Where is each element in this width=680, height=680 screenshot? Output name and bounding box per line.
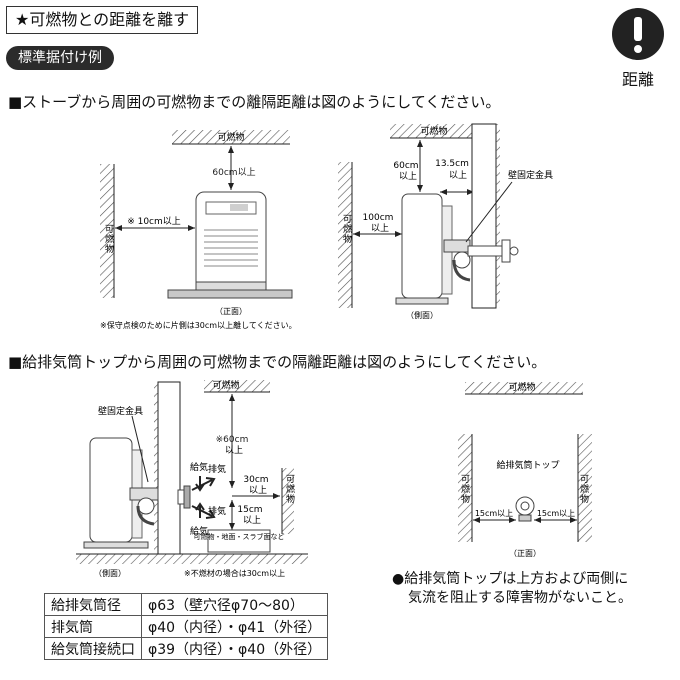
flue-side-footnote: ※不燃材の場合は30cm以上 xyxy=(184,568,285,578)
side-top-dist-1b: 以上 xyxy=(399,171,417,182)
flue-front-right-dist: 15cm以上 xyxy=(537,509,575,518)
flue-front-left-dist: 15cm以上 xyxy=(475,509,513,518)
section1-diagrams: 可燃物 60cm以上 可燃物 ※ 10cm以上 （正面） ※保守点検のために片側… xyxy=(100,123,553,330)
flue-right-dist: 30cm xyxy=(243,475,268,485)
exclamation-icon xyxy=(612,8,664,60)
heater-front xyxy=(195,191,267,291)
front-side-dist: ※ 10cm以上 xyxy=(127,216,181,227)
side-back-dist: 100cm xyxy=(363,213,394,223)
section-title: ★可燃物との距離を離す xyxy=(6,6,199,34)
front-left-wall-label: 可燃物 xyxy=(105,224,114,255)
spec-label: 排気筒 xyxy=(44,615,142,638)
spec-label: 給排気筒径 xyxy=(44,593,142,616)
side-back-dist-b: 以上 xyxy=(371,223,389,234)
flue-up-dist-b: 以上 xyxy=(225,445,243,456)
flue-top-label: 給排気筒トップ xyxy=(496,459,559,471)
exhaust-label-bottom: 排気 xyxy=(208,505,226,517)
spec-table: 給排気筒径 φ63（壁穴径φ70〜80） 排気筒 φ40（内径）・φ41（外径）… xyxy=(44,593,329,660)
flue-front-left-wall-label: 可燃物 xyxy=(461,474,470,505)
side-top-dist-1: 60cm xyxy=(393,161,418,171)
flue-front-top-wall-label: 可燃物 xyxy=(508,381,535,393)
table-row: 排気筒 φ40（内径）・φ41（外径） xyxy=(44,615,329,638)
flue-note-line1: ●給排気筒トップは上方および両側に xyxy=(392,571,629,587)
front-top-dist: 60cm以上 xyxy=(212,167,255,178)
spec-value: φ40（内径）・φ41（外径） xyxy=(140,615,329,638)
section2-heading: ■給排気筒トップから周囲の可燃物までの隔離距離は図のようにしてください。 xyxy=(8,353,547,371)
distance-badge: 距離 xyxy=(605,8,671,90)
flue-bracket-label: 壁固定金具 xyxy=(98,405,143,417)
side-bracket-label: 壁固定金具 xyxy=(508,169,553,181)
flue-up-dist: ※60cm xyxy=(216,435,249,445)
top-wall xyxy=(172,130,290,144)
intake-label-top: 給気 xyxy=(190,461,208,473)
badge-label: 距離 xyxy=(621,70,654,89)
flue-right-dist-b: 以上 xyxy=(249,485,267,496)
spec-label: 給気筒接続口 xyxy=(44,637,142,660)
heater-side xyxy=(395,193,471,305)
front-view: 可燃物 60cm以上 可燃物 ※ 10cm以上 （正面） xyxy=(100,130,293,316)
front-footnote: ※保守点検のために片側は30cm以上離してください。 xyxy=(100,320,297,330)
left-wall xyxy=(100,164,114,298)
flue-note-line2: 気流を阻止する障害物がないこと。 xyxy=(408,590,632,606)
flue-front-view: 可燃物 可燃物 可燃物 給排気筒トップ 15cm以上 15cm以上 （正面） xyxy=(458,381,592,558)
side-view: 可燃物 60cm 以上 13.5cm 以上 可燃物 100cm 以上 xyxy=(338,123,553,320)
side-left-wall-label: 可燃物 xyxy=(343,214,352,245)
section1-heading: ■ストーブから周囲の可燃物までの離隔距離は図のようにしてください。 xyxy=(8,93,501,111)
side-caption: （側面） xyxy=(406,310,438,320)
bracket-leader xyxy=(465,181,513,243)
table-row: 給気筒接続口 φ39（内径）・φ40（外径） xyxy=(44,637,329,660)
side-top-dist-2: 13.5cm xyxy=(435,159,469,169)
flue-front-caption: （正面） xyxy=(509,549,541,558)
spec-value: φ39（内径）・φ40（外径） xyxy=(140,637,329,660)
flue-side-view: 壁固定金具 可燃物 ※60cm 以上 可燃物 30cm 以上 15cm 以上 給… xyxy=(76,379,308,578)
table-row: 給排気筒径 φ63（壁穴径φ70〜80） xyxy=(44,593,329,616)
front-caption: （正面） xyxy=(215,307,247,316)
flue-top-wall-label: 可燃物 xyxy=(212,379,239,391)
ground-box-label: 可燃物・地面・スラブ面など xyxy=(194,532,285,541)
example-label: 標準据付け例 xyxy=(6,46,114,70)
intake-label-bottom: 給気 xyxy=(190,525,208,537)
side-top-wall-label: 可燃物 xyxy=(420,125,447,137)
side-top-dist-2b: 以上 xyxy=(449,170,467,181)
flue-side-caption: （側面） xyxy=(94,568,126,578)
spec-value: φ63（壁穴径φ70〜80） xyxy=(140,593,329,616)
exhaust-label-top: 排気 xyxy=(208,463,226,475)
front-top-wall-label: 可燃物 xyxy=(217,131,244,143)
flue-down-dist: 15cm xyxy=(237,505,262,515)
flue-front-right-wall-label: 可燃物 xyxy=(580,474,589,505)
flue-down-dist-b: 以上 xyxy=(243,515,261,526)
flue-right-wall-label: 可燃物 xyxy=(286,474,295,505)
floor xyxy=(167,289,293,299)
section2-diagrams: 壁固定金具 可燃物 ※60cm 以上 可燃物 30cm 以上 15cm 以上 給… xyxy=(76,379,592,578)
